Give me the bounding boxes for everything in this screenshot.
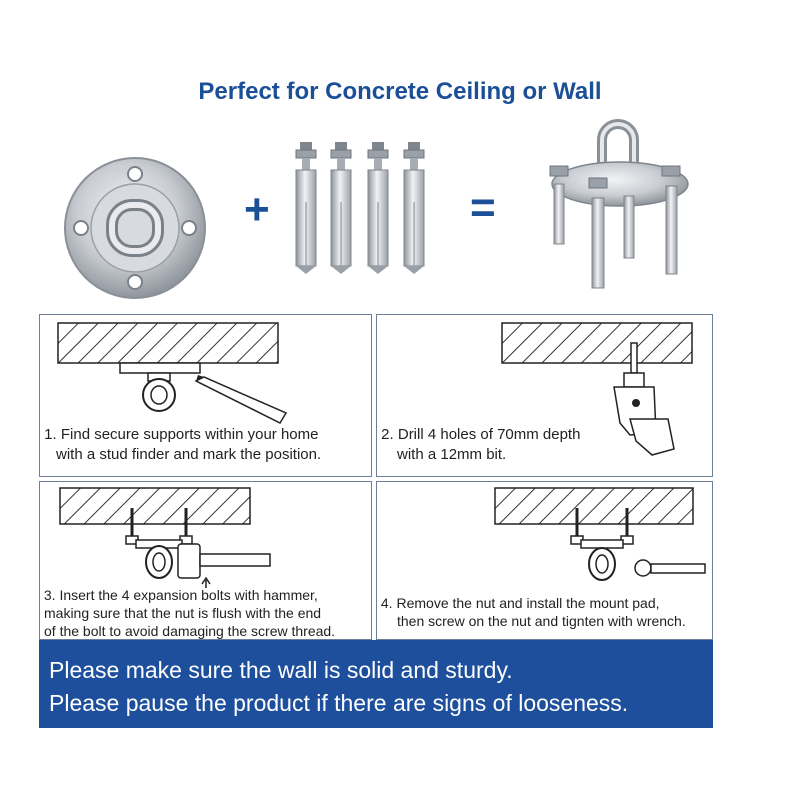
step-1-panel: 1. Find secure supports within your home… xyxy=(39,314,372,477)
step-3-line1: Insert the 4 expansion bolts with hammer… xyxy=(59,587,318,603)
hammer-icon xyxy=(177,543,271,588)
step-3-line3: of the bolt to avoid damaging the screw … xyxy=(44,623,336,639)
step-4-number: 4. xyxy=(380,595,393,611)
drill-icon xyxy=(613,342,675,456)
assembled-mount-icon xyxy=(549,119,689,289)
step-1-text: 1. Find secure supports within your home… xyxy=(40,425,370,465)
plus-sign: + xyxy=(244,185,270,234)
step-4-text: 4. Remove the nut and install the mount … xyxy=(377,594,714,630)
warning-banner: Please make sure the wall is solid and s… xyxy=(39,640,713,728)
step-2-text: 2. Drill 4 holes of 70mm depth with a 12… xyxy=(377,425,587,465)
banner-line-2: Please pause the product if there are si… xyxy=(49,690,629,716)
step-4-line2: then screw on the nut and tignten with w… xyxy=(397,613,686,629)
step-2-panel: 2. Drill 4 holes of 70mm depth with a 12… xyxy=(376,314,713,477)
step-2-line2: with a 12mm bit. xyxy=(397,446,507,463)
step-2-number: 2. xyxy=(381,426,394,443)
step-3-number: 3. xyxy=(43,587,56,603)
product-equation: + = xyxy=(0,119,800,310)
step-1-line1: Find secure supports within your home xyxy=(60,426,319,443)
pencil-icon xyxy=(194,375,288,424)
banner-line-1: Please make sure the wall is solid and s… xyxy=(49,657,513,683)
ceiling-drill-illustration xyxy=(501,322,693,456)
ceiling-hammer-illustration xyxy=(59,487,271,588)
expansion-bolt-icon xyxy=(295,141,425,275)
ceiling-wrench-illustration xyxy=(494,487,706,581)
step-1-line2: with a stud finder and mark the position… xyxy=(56,446,322,463)
step-3-text: 3. Insert the 4 expansion bolts with ham… xyxy=(40,586,373,640)
mount-pad-icon xyxy=(64,157,206,299)
wrench-icon xyxy=(634,559,706,577)
step-4-panel: 4. Remove the nut and install the mount … xyxy=(376,481,713,640)
equals-sign: = xyxy=(470,183,496,232)
ceiling-mark-illustration xyxy=(57,322,288,424)
page-title: Perfect for Concrete Ceiling or Wall xyxy=(198,78,602,105)
step-3-panel: 3. Insert the 4 expansion bolts with ham… xyxy=(39,481,372,640)
step-1-number: 1. xyxy=(44,426,57,443)
step-3-line2: making sure that the nut is flush with t… xyxy=(44,605,322,621)
step-4-line1: Remove the nut and install the mount pad… xyxy=(396,595,660,611)
step-2-line1: Drill 4 holes of 70mm depth xyxy=(397,426,581,443)
